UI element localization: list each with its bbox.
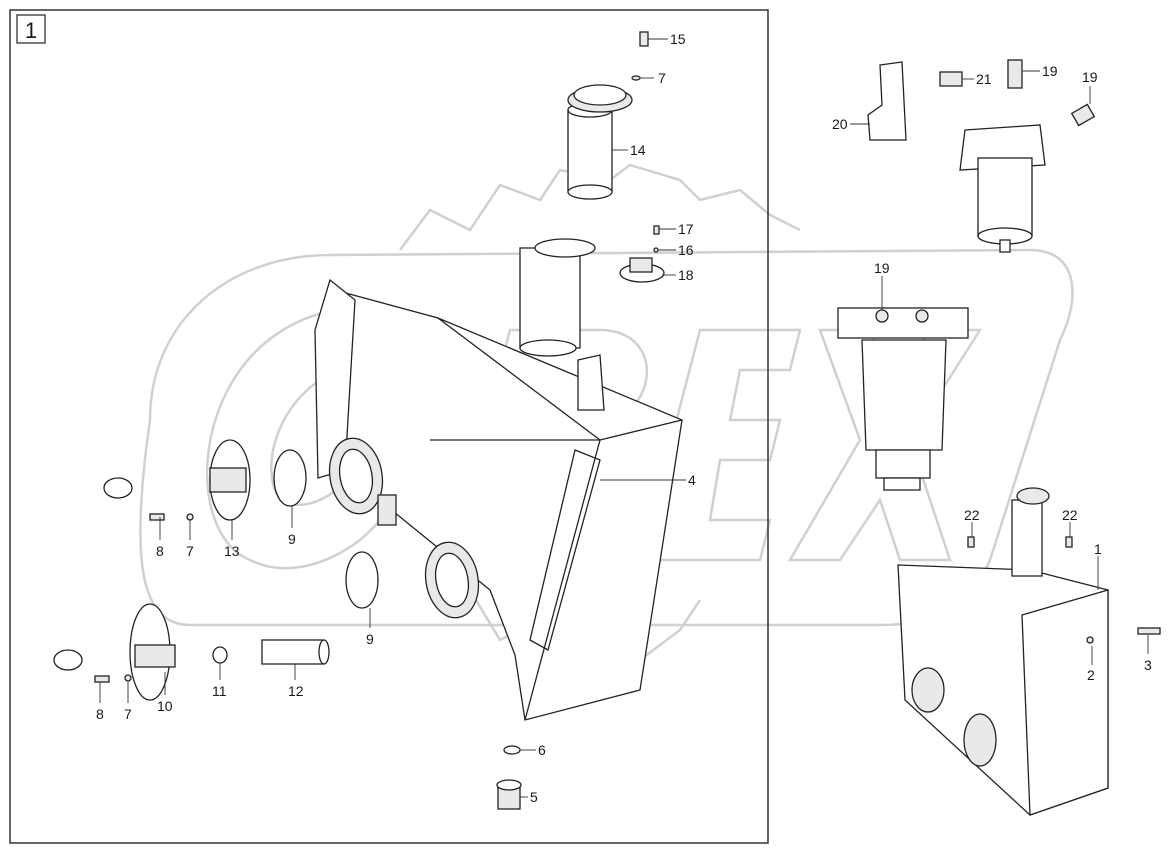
bolt-8b	[94, 675, 110, 683]
callout-4: 4	[688, 472, 696, 488]
callout-7c: 7	[124, 706, 132, 722]
callout-22b: 22	[1062, 507, 1078, 523]
screw-17	[653, 225, 660, 235]
washer-7c	[124, 674, 132, 682]
washer-7b	[186, 513, 194, 521]
filler-strainer	[567, 84, 633, 200]
bolt-19a	[1007, 59, 1023, 89]
callout-9b: 9	[366, 631, 374, 647]
o-ring-9b	[345, 551, 379, 609]
bolt-15	[639, 31, 649, 47]
callout-6: 6	[538, 742, 546, 758]
drain-plug-5	[496, 779, 522, 810]
callout-19a: 19	[1042, 63, 1058, 79]
filter-element-12	[261, 639, 330, 665]
washer-6	[503, 745, 521, 755]
group-frame	[9, 9, 769, 844]
o-ring-9a	[273, 449, 307, 507]
callout-7a: 7	[658, 70, 666, 86]
callout-19b: 19	[1082, 69, 1098, 85]
group-number: 1	[25, 18, 37, 43]
filter-bracket-20	[867, 61, 907, 141]
callout-16: 16	[678, 242, 694, 258]
hydraulic-tank	[314, 278, 683, 721]
nut-11	[212, 646, 228, 664]
filter-front-view	[837, 307, 969, 491]
callout-7b: 7	[186, 543, 194, 559]
washer-16	[653, 247, 659, 253]
filter-housing	[959, 124, 1046, 253]
bolt-19b	[1070, 103, 1096, 127]
callout-10: 10	[157, 698, 173, 714]
callout-19c: 19	[874, 260, 890, 276]
callout-8a: 8	[156, 543, 164, 559]
return-flange-10	[53, 603, 176, 701]
callout-14: 14	[630, 142, 646, 158]
callout-5: 5	[530, 789, 538, 805]
callout-15: 15	[670, 31, 686, 47]
suction-flange-13	[103, 439, 251, 521]
callout-21: 21	[976, 71, 992, 87]
washer-7-top	[631, 75, 641, 81]
callout-9a: 9	[288, 531, 296, 547]
filler-neck-pipe	[519, 238, 596, 357]
callout-1: 1	[1094, 541, 1102, 557]
callout-3: 3	[1144, 657, 1152, 673]
callout-11: 11	[212, 683, 227, 699]
level-sensor-18	[619, 257, 665, 283]
callout-2: 2	[1087, 667, 1095, 683]
callout-20: 20	[832, 116, 848, 132]
callout-18: 18	[678, 267, 694, 283]
callout-12: 12	[288, 683, 304, 699]
callout-17: 17	[678, 221, 694, 237]
callout-22a: 22	[964, 507, 980, 523]
callout-13: 13	[224, 543, 240, 559]
bolt-8a	[149, 513, 165, 521]
leader-lines	[99, 38, 1149, 798]
group-number-box	[16, 14, 46, 44]
bolt-21	[939, 71, 963, 87]
tank-overview	[897, 487, 1161, 816]
callout-8b: 8	[96, 706, 104, 722]
